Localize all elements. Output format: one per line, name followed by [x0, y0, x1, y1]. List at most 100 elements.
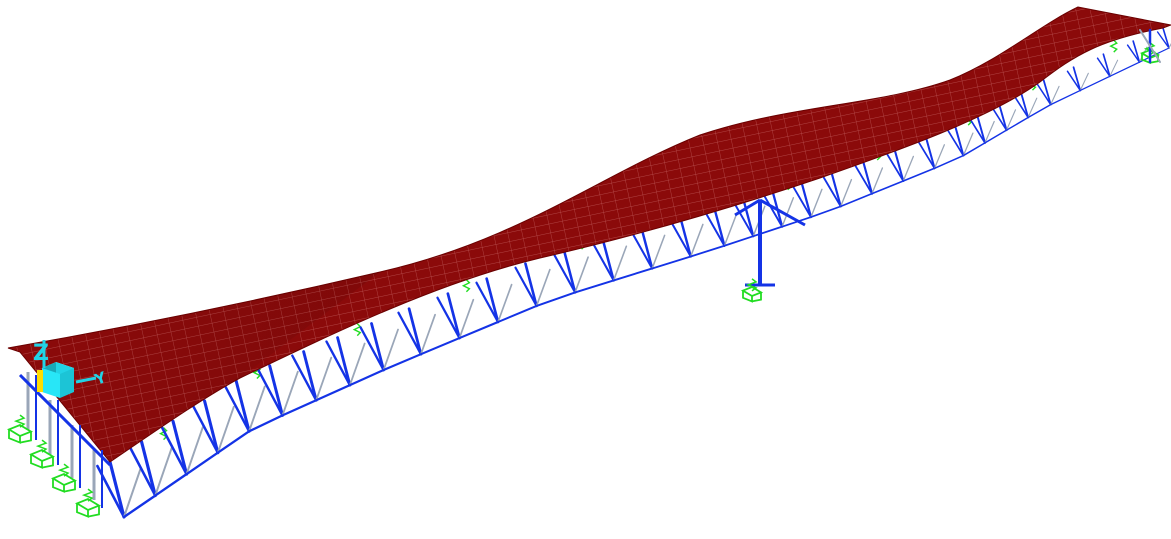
- truss-member: [723, 235, 755, 247]
- truss-member: [871, 180, 905, 195]
- truss-member: [810, 205, 842, 218]
- truss-member: [822, 176, 842, 208]
- truss-member: [704, 211, 726, 247]
- truss-member: [191, 403, 220, 454]
- truss-member: [962, 142, 986, 157]
- truss-member: [315, 384, 351, 402]
- truss-member: [1156, 31, 1170, 49]
- truss-member: [1019, 91, 1030, 119]
- truss-member: [234, 379, 251, 433]
- truss-member: [792, 186, 812, 219]
- truss-member: [1079, 75, 1111, 92]
- truss-member: [562, 249, 577, 294]
- truss-member: [535, 268, 551, 307]
- truss-member: [1013, 95, 1029, 119]
- truss-member: [248, 385, 266, 433]
- truss-member: [670, 221, 692, 258]
- truss-member: [281, 370, 299, 417]
- truss-member: [185, 451, 219, 476]
- truss-member: [348, 342, 366, 387]
- truss-member: [998, 102, 1008, 132]
- z-axis-label: Z: [33, 341, 49, 366]
- truss-member: [781, 197, 795, 228]
- truss-member: [154, 472, 188, 497]
- truss-member: [420, 313, 436, 356]
- truss-member: [839, 192, 873, 208]
- truss-member: [268, 364, 284, 417]
- truss-member: [485, 277, 500, 324]
- bridge-deck: [7, 6, 1171, 463]
- truss-member: [689, 244, 726, 258]
- truss-member: [302, 350, 318, 402]
- truss-member: [854, 165, 873, 195]
- truss-structure: [96, 27, 1171, 519]
- spring-support-icon: [28, 439, 56, 469]
- truss-member: [752, 225, 783, 238]
- truss-member: [223, 383, 251, 433]
- truss-member: [592, 243, 615, 282]
- truss-member: [436, 296, 461, 340]
- truss-member: [1027, 97, 1038, 119]
- truss-member: [933, 144, 946, 169]
- truss-member: [407, 307, 423, 356]
- truss-member: [514, 266, 538, 307]
- truss-member: [800, 182, 813, 219]
- truss-member: [1050, 89, 1081, 106]
- truss-member: [918, 141, 936, 170]
- truss-member: [1066, 70, 1082, 92]
- truss-member: [382, 353, 422, 372]
- truss-member: [216, 430, 251, 454]
- truss-member: [969, 118, 986, 144]
- truss-member: [1132, 40, 1141, 63]
- truss-member: [1005, 109, 1017, 131]
- spring-support-icon: [740, 278, 764, 303]
- truss-member: [871, 167, 884, 195]
- truss-member: [954, 126, 965, 157]
- truss-member: [446, 292, 461, 340]
- left-end-supports: [18, 372, 112, 508]
- truss-member: [1168, 43, 1171, 49]
- truss-member: [397, 311, 423, 356]
- truss-member: [984, 120, 995, 144]
- truss-member: [475, 281, 500, 324]
- truss-member: [185, 426, 204, 476]
- truss-member: [1079, 72, 1089, 91]
- truss-member: [203, 399, 220, 455]
- truss-member: [127, 444, 157, 497]
- truss-member: [574, 279, 615, 294]
- truss-member: [640, 228, 654, 270]
- truss-member: [1027, 103, 1052, 119]
- truss-member: [962, 132, 974, 157]
- truss-member: [370, 322, 385, 372]
- truss-member: [925, 137, 936, 170]
- truss-member: [458, 298, 475, 339]
- truss-member: [733, 203, 755, 238]
- truss-member: [216, 405, 235, 454]
- truss-member: [612, 267, 654, 282]
- truss-member: [902, 155, 915, 182]
- truss-member: [122, 494, 157, 519]
- spring-supports: [6, 28, 1161, 518]
- truss-member: [1005, 116, 1029, 131]
- truss-member: [984, 129, 1008, 144]
- spring-support-icon: [74, 488, 102, 518]
- truss-member: [601, 239, 615, 282]
- truss-member: [139, 440, 157, 498]
- truss-member: [419, 337, 461, 356]
- truss-member: [315, 356, 333, 402]
- truss-member: [524, 262, 538, 308]
- truss-member: [154, 446, 173, 497]
- spring-support-icon: [461, 279, 471, 293]
- truss-member: [382, 328, 399, 371]
- spring-support-icon: [352, 323, 362, 337]
- spring-support-icon: [1109, 39, 1118, 53]
- truss-member: [723, 214, 738, 247]
- truss-member: [247, 414, 284, 433]
- mid-span-pier: [734, 198, 806, 287]
- truss-member: [1072, 66, 1082, 92]
- truss-member: [497, 304, 538, 323]
- truss-member: [535, 291, 577, 307]
- truss-member: [651, 255, 692, 270]
- truss-member: [359, 326, 385, 372]
